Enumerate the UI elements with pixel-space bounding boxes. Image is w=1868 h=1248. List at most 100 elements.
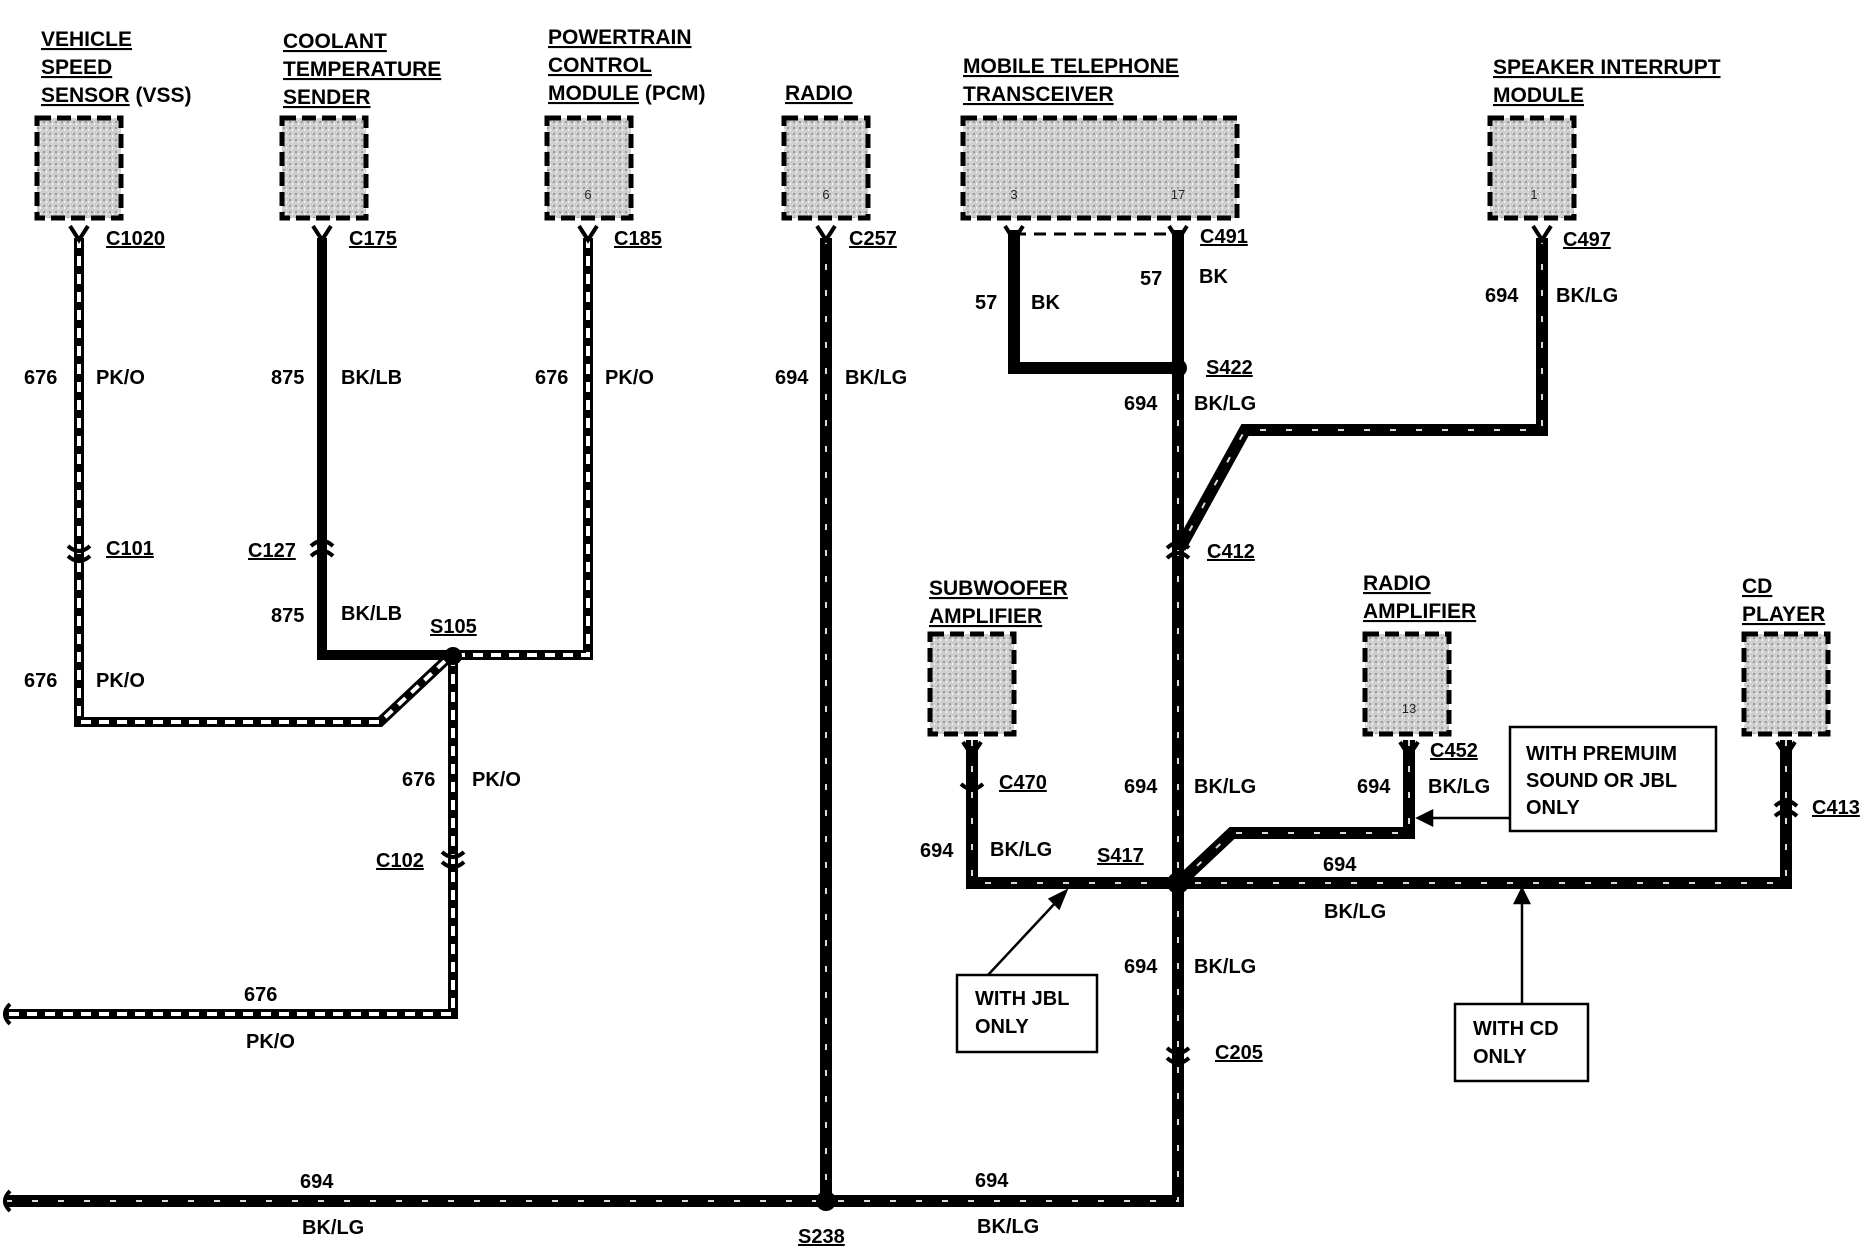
- radio-amp-circuit: 694: [1357, 776, 1391, 798]
- radio-amp-color: BK/LG: [1428, 776, 1490, 798]
- c413-symbol-top: [1775, 740, 1797, 760]
- telephone-title-1: MOBILE TELEPHONE: [963, 55, 1179, 78]
- c412-label: C412: [1207, 541, 1255, 563]
- c413-label: C413: [1812, 797, 1860, 819]
- tel-left-color: BK: [1031, 292, 1060, 314]
- pcm-box: [544, 115, 634, 221]
- c175-symbol: [311, 224, 333, 244]
- telephone-box: [960, 115, 1240, 221]
- c470-label: C470: [999, 772, 1047, 794]
- s238-label: S238: [798, 1226, 845, 1248]
- subwoofer-box: [927, 631, 1017, 737]
- c452-symbol: [1398, 740, 1420, 760]
- c491-right-symbol: [1167, 224, 1189, 244]
- s105-dot: [444, 647, 462, 665]
- bottom-right-bklg-color: BK/LG: [977, 1216, 1039, 1238]
- component-boxes: [34, 115, 1831, 737]
- s422-down-circuit: 694: [1124, 393, 1158, 415]
- vss-title-3: SENSOR (VSS): [41, 84, 192, 107]
- bottom-left-bklg-color: BK/LG: [302, 1217, 364, 1239]
- note-boxes: [955, 725, 1718, 1083]
- pcm-title-suffix: (PCM): [639, 82, 706, 105]
- offpage-left-upper: [3, 1002, 12, 1026]
- c185-label: C185: [614, 228, 662, 250]
- radio-amp-pin: 13: [1402, 701, 1416, 716]
- cd-note-line-1: WITH CD: [1473, 1018, 1559, 1040]
- note-arrows: [987, 808, 1532, 1004]
- coolant-top-color: BK/LB: [341, 367, 402, 389]
- premium-note-line-1: WITH PREMUIM: [1526, 743, 1677, 765]
- component-titles: VEHICLE SPEED SENSOR (VSS) COOLANT TEMPE…: [41, 26, 1825, 628]
- c1020-symbol: [68, 224, 90, 244]
- c175-label: C175: [349, 228, 397, 250]
- radio-amp-title-2: AMPLIFIER: [1363, 600, 1476, 623]
- speaker-interrupt-title-2: MODULE: [1493, 84, 1584, 107]
- speaker-color: BK/LG: [1556, 285, 1618, 307]
- premium-note-box: [1508, 725, 1718, 833]
- cd-player-title-1: CD: [1742, 575, 1772, 598]
- s422-label: S422: [1206, 357, 1253, 379]
- s422-down-color: BK/LG: [1194, 393, 1256, 415]
- radio-pin: 6: [822, 187, 829, 202]
- coolant-bottom-circuit: 875: [271, 605, 304, 627]
- telephone-left-wire: [1008, 230, 1178, 374]
- radio-circuit: 694: [775, 367, 809, 389]
- c470-inline-symbol: [959, 782, 985, 791]
- connector-labels: C1020 C175 C185 C257 C491 C497 C470 C452…: [106, 226, 1860, 1248]
- coolant-bottom-color: BK/LB: [341, 603, 402, 625]
- telephone-pin-left: 3: [1010, 187, 1017, 202]
- pcm-title-2: CONTROL: [548, 54, 652, 77]
- s105-down-circuit: 676: [402, 769, 435, 791]
- bottom-left-bklg-circuit: 694: [300, 1171, 334, 1193]
- s417-dot: [1167, 872, 1189, 894]
- c101-symbol: [66, 544, 92, 563]
- s105-label: S105: [430, 616, 477, 638]
- jbl-note-box: [955, 973, 1099, 1054]
- pko-wires: [6, 238, 593, 1019]
- pcm-title-1: POWERTRAIN: [548, 26, 692, 49]
- cd-player-title-2: PLAYER: [1742, 603, 1825, 626]
- subwoofer-title-2: AMPLIFIER: [929, 605, 1042, 628]
- s105-down-color: PK/O: [472, 769, 521, 791]
- jbl-note-line-2: ONLY: [975, 1016, 1029, 1038]
- speaker-interrupt-title-1: SPEAKER INTERRUPT: [1493, 56, 1721, 79]
- coolant-box: [279, 115, 369, 221]
- c470-symbol: [961, 740, 983, 760]
- c205-label: C205: [1215, 1042, 1263, 1064]
- pcm-wire: [452, 238, 593, 660]
- pcm-title-3: MODULE (PCM): [548, 82, 706, 105]
- coolant-title-3: SENDER: [283, 86, 371, 109]
- premium-note-line-3: ONLY: [1526, 797, 1580, 819]
- vss-box: [34, 115, 124, 221]
- c491-label: C491: [1200, 226, 1248, 248]
- cd-note-box: [1453, 1002, 1590, 1083]
- radio-amp-title-1: RADIO: [1363, 572, 1431, 595]
- c1020-label: C1020: [106, 228, 165, 250]
- bottom-right-bklg-circuit: 694: [975, 1170, 1009, 1192]
- coolant-top-circuit: 875: [271, 367, 304, 389]
- main-lower-circuit: 694: [1124, 956, 1158, 978]
- subwoofer-title-1: SUBWOOFER: [929, 577, 1068, 600]
- c102-label: C102: [376, 850, 424, 872]
- pcm-color: PK/O: [605, 367, 654, 389]
- s422-dot: [1169, 359, 1187, 377]
- radio-amp-box: [1362, 631, 1452, 737]
- subwoofer-circuit: 694: [920, 840, 954, 862]
- note-texts: WITH PREMUIM SOUND OR JBL ONLY WITH JBL …: [975, 743, 1677, 1068]
- subwoofer-wire: [966, 740, 1178, 889]
- main-lower-color: BK/LG: [1194, 956, 1256, 978]
- tel-right-color: BK: [1199, 266, 1228, 288]
- radio-amp-wire: [1177, 740, 1415, 885]
- bklg-wires: [6, 238, 1792, 1207]
- wire-labels: 676 PK/O 676 PK/O 875 BK/LB 875 BK/LB 67…: [24, 266, 1618, 1239]
- pcm-circuit: 676: [535, 367, 568, 389]
- cd-player-box: [1741, 631, 1831, 737]
- tel-left-circuit: 57: [975, 292, 997, 314]
- speaker-interrupt-pin: 1: [1530, 187, 1537, 202]
- telephone-title-2: TRANSCEIVER: [963, 83, 1114, 106]
- vss-bottom-circuit: 676: [24, 670, 57, 692]
- c257-symbol: [815, 224, 837, 244]
- premium-note-line-2: SOUND OR JBL: [1526, 770, 1677, 792]
- splice-dots: [444, 359, 1189, 1211]
